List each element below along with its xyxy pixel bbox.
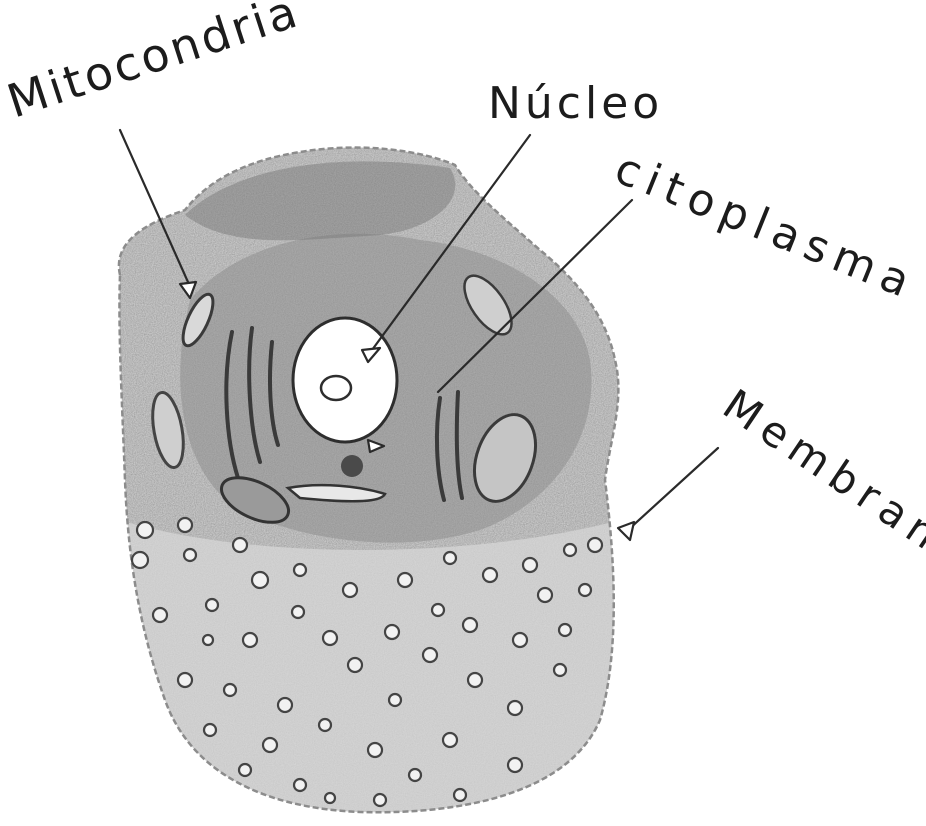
membrana-arrow-line — [628, 448, 718, 530]
cell-body — [100, 140, 640, 826]
label-membrana: Membrana — [714, 380, 926, 582]
label-mitocondria: Mitocondria — [1, 0, 306, 128]
label-citoplasma: citoplasma — [608, 143, 924, 310]
label-nucleo: Núcleo — [488, 78, 663, 129]
membrana-arrowhead — [618, 522, 634, 540]
